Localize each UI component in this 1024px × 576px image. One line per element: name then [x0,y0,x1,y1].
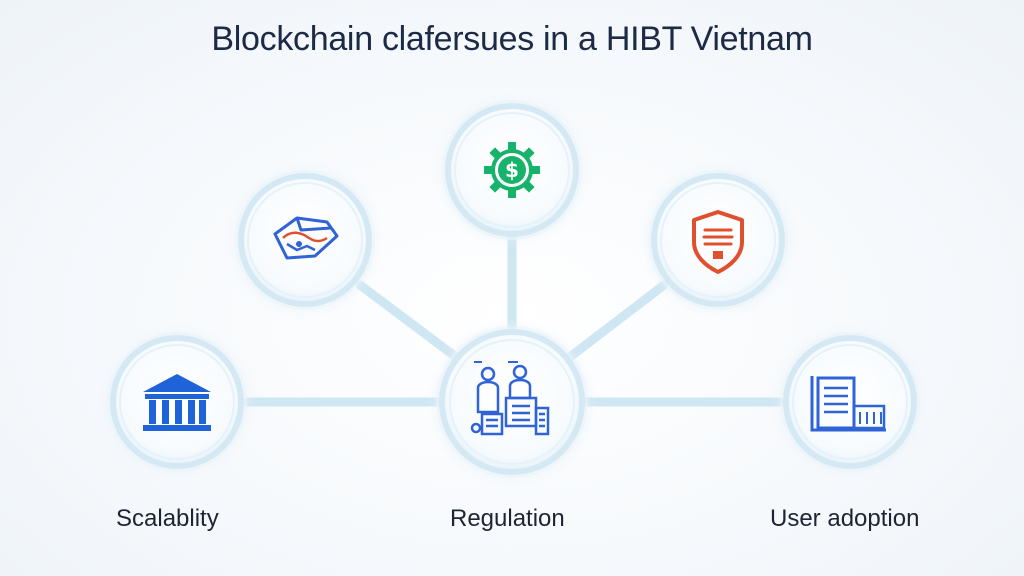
connectors [243,220,785,407]
node-right [780,332,920,472]
label-scalability: Scalablity [116,505,219,532]
label-regulation: Regulation [450,505,565,532]
handshake-cube-icon [273,216,339,260]
document-building-icon [810,376,886,432]
node-center-hub [436,326,588,478]
node-top: $ [442,100,582,240]
node-left [107,332,247,472]
dollar-gear-icon: $ [484,142,540,198]
node-upper-right [648,170,788,310]
connector-upper-left [355,280,465,365]
label-user-adoption: User adoption [770,505,920,532]
node-upper-left [235,170,375,310]
people-building-icon [470,361,550,436]
connector-upper-right [561,280,669,365]
diagram-title: Blockchain clafersues in a HIBT Vietnam [211,20,813,58]
shield-icon [692,210,744,274]
bank-icon [143,374,211,431]
svg-text:$: $ [505,158,519,182]
